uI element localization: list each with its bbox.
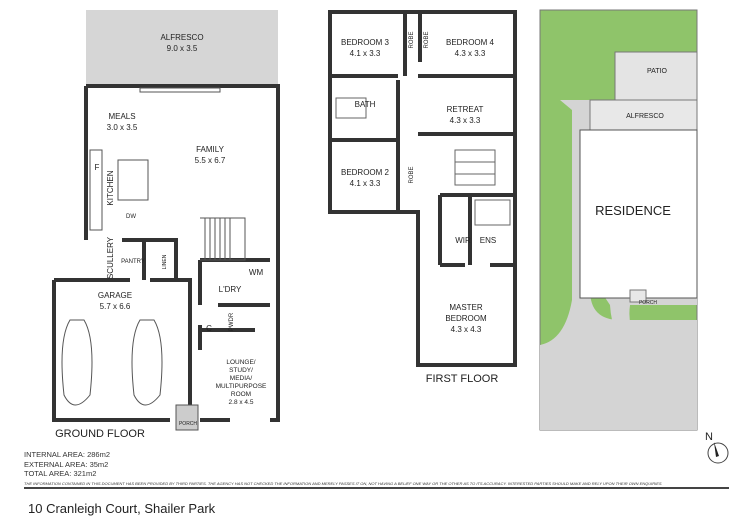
bath-name: BATH (355, 100, 376, 109)
scullery-name: SCULLERY (106, 236, 115, 279)
site-plan: PATIO ALFRESCO RESIDENCE PORCH (539, 9, 698, 431)
shower (474, 199, 511, 226)
lounge-line: LOUNGE/ (226, 359, 255, 366)
master-size: 4.3 x 4.3 (451, 325, 482, 334)
wir-label: WIR (455, 236, 471, 245)
site-alfresco-label: ALFRESCO (626, 113, 664, 120)
patio-label: PATIO (647, 68, 668, 75)
bedroom2-name: BEDROOM 2 (341, 168, 390, 177)
bedroom2-size: 4.1 x 3.3 (350, 179, 381, 188)
lounge-size: 2.8 x 4.5 (229, 399, 254, 406)
property-address: 10 Cranleigh Court, Shailer Park (28, 501, 216, 516)
ens-label: ENS (480, 236, 496, 245)
fridge-label: F (95, 163, 100, 172)
master-name2: BEDROOM (445, 314, 487, 323)
exterior-wall (86, 84, 280, 422)
porch-name: PORCH (179, 421, 197, 427)
internal-area: INTERNAL AREA: 286m2 (24, 450, 111, 459)
ground-floor-plan: ALFRESCO 9.0 x 3.5 MEALS 3.0 x 3.5 FAMIL… (52, 10, 280, 440)
bedroom4-size: 4.3 x 3.3 (455, 49, 486, 58)
north-arrow-icon (714, 442, 719, 457)
meals-size: 3.0 x 3.5 (107, 123, 138, 132)
alfresco-size: 9.0 x 3.5 (167, 44, 198, 53)
site-porch (629, 289, 647, 303)
site-porch-label: PORCH (639, 300, 657, 306)
total-area: TOTAL AREA: 321m2 (24, 469, 97, 478)
kitchen-bench (89, 149, 103, 231)
robe-label: ROBE (424, 31, 430, 48)
exterior-wall (328, 10, 517, 367)
car-icon (61, 319, 93, 406)
staircase (200, 217, 246, 261)
lounge-line: MEDIA/ (230, 375, 253, 382)
ground-floor-label: GROUND FLOOR (55, 428, 145, 440)
garage-wall (54, 278, 192, 420)
garage-wall (52, 280, 170, 422)
retreat-size: 4.3 x 3.3 (450, 116, 481, 125)
garage-name: GARAGE (98, 291, 132, 300)
retreat-name: RETREAT (447, 105, 484, 114)
pwdr-label: PWDR (229, 312, 235, 331)
cupboard-label: C (206, 324, 212, 333)
kitchen-island (117, 159, 149, 201)
master-name: MASTER (449, 303, 483, 312)
residence-label: RESIDENCE (595, 203, 671, 218)
interior-wall (438, 193, 515, 267)
pantry-wall (122, 238, 178, 280)
wm-label: WM (249, 268, 264, 277)
kitchen-name: KITCHEN (106, 170, 115, 205)
alfresco-name: ALFRESCO (160, 33, 203, 42)
sliding-door (139, 87, 221, 93)
first-floor-label: FIRST FLOOR (426, 373, 499, 385)
first-floor-plan: BEDROOM 3 4.1 x 3.3 ROBE ROBE BEDROOM 4 … (328, 10, 517, 385)
disclaimer: THE INFORMATION CONTAINED IN THIS DOCUME… (24, 481, 662, 486)
compass-circle (707, 442, 729, 464)
north-label: N (705, 431, 713, 443)
divider (24, 487, 729, 489)
driveway (540, 100, 697, 430)
bathtub (335, 97, 367, 119)
car-icon (131, 319, 163, 406)
north-arrow: N (705, 431, 729, 464)
porch-area (175, 404, 199, 431)
bedroom4-name: BEDROOM 4 (446, 38, 495, 47)
staircase (454, 149, 496, 186)
lounge-line: ROOM (231, 391, 251, 398)
garage-size: 5.7 x 6.6 (100, 302, 131, 311)
alfresco-area (86, 10, 278, 86)
family-size: 5.5 x 6.7 (195, 156, 226, 165)
bedroom3-name: BEDROOM 3 (341, 38, 390, 47)
lounge-line: STUDY/ (229, 367, 253, 374)
path (600, 290, 697, 380)
lounge-line: MULTIPURPOSE (216, 383, 267, 390)
pantry-name: PANTRY (121, 259, 145, 265)
patio (614, 51, 698, 101)
robe-label: ROBE (409, 166, 415, 183)
area-summary: INTERNAL AREA: 286m2 EXTERNAL AREA: 35m2… (24, 450, 110, 479)
external-area: EXTERNAL AREA: 35m2 (24, 459, 109, 469)
robe-label: ROBE (409, 31, 415, 48)
bedroom3-size: 4.1 x 3.3 (350, 49, 381, 58)
meals-name: MEALS (108, 112, 135, 121)
interior-wall (330, 12, 515, 212)
dw-label: DW (126, 214, 136, 220)
linen-name: LINEN (162, 254, 168, 269)
laundry-name: L'DRY (219, 285, 242, 294)
family-name: FAMILY (196, 145, 225, 154)
